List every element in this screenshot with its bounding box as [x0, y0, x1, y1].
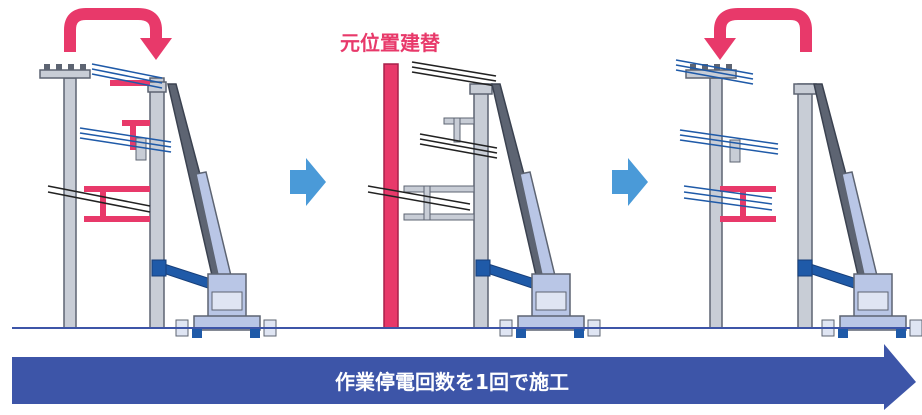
panel-middle: 元位置建替	[340, 31, 601, 339]
panel-after	[675, 7, 922, 339]
move-arrow-left-icon	[714, 7, 812, 52]
banner-text: 作業停電回数を1回で施工	[335, 370, 569, 394]
old-pole	[63, 77, 77, 329]
step-arrow-icon	[290, 158, 326, 206]
center-label: 元位置建替	[340, 31, 440, 55]
banner-arrow	[12, 344, 916, 410]
step-arrow-icon	[612, 158, 648, 206]
panel-before	[39, 7, 277, 339]
new-pole	[149, 77, 165, 329]
move-arrow-right-icon	[64, 7, 162, 52]
